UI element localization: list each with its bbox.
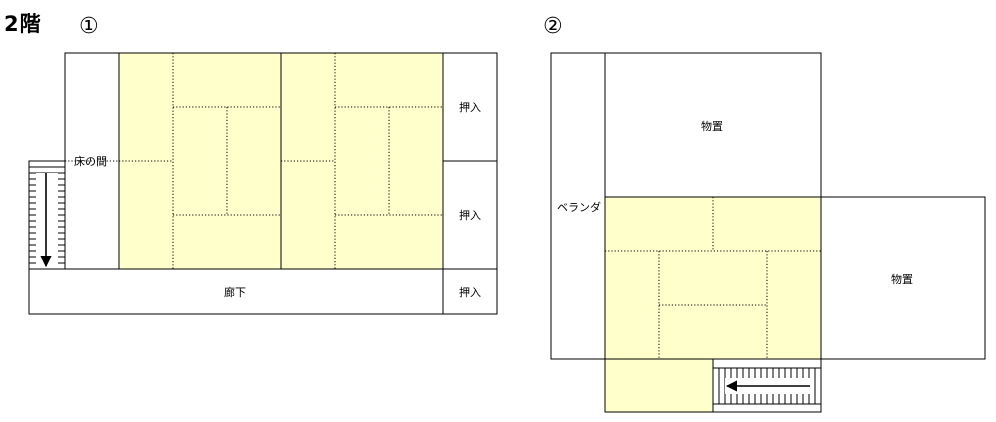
veranda: [550, 52, 606, 360]
storage-right-label: 物置: [891, 272, 913, 286]
closet-bottom: [442, 268, 498, 315]
closet-middle: [442, 160, 498, 270]
veranda-label: ベランダ: [557, 200, 601, 214]
closet-top-label: 押入: [459, 100, 481, 114]
plan-2-number: ②: [543, 14, 563, 39]
tatami-room-left: [118, 52, 282, 270]
closet-middle-label: 押入: [459, 208, 481, 222]
closet-top: [442, 52, 498, 162]
tatami-room-2: [604, 196, 822, 360]
tatami-lower: [604, 358, 714, 413]
tatami-lines-left: [65, 53, 281, 269]
storage-top: [604, 52, 822, 198]
floor-title: 2階: [4, 12, 42, 36]
closet-bottom-label: 押入: [459, 285, 481, 299]
tokonoma-label: 床の間: [74, 154, 107, 168]
tatami-lines-2: [605, 197, 821, 359]
plan-1-number: ①: [79, 14, 99, 39]
plan-2: ベランダ 物置 物置: [550, 52, 986, 413]
tatami-lines-right: [281, 53, 443, 269]
storage-right: [820, 196, 986, 360]
storage-top-label: 物置: [701, 119, 723, 133]
plan-1: 床の間 押入 押入 廊下 押入: [28, 52, 498, 315]
hallway-label: 廊下: [224, 285, 246, 299]
tatami-room-right: [280, 52, 444, 270]
